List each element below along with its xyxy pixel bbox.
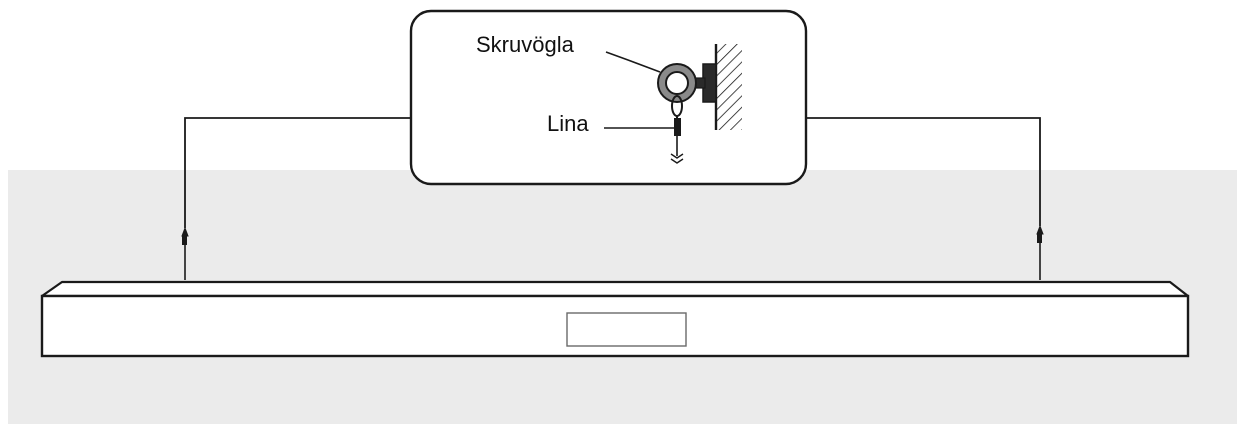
soundbar-display-panel [566,312,687,347]
eye-bolt-leader-line [605,51,661,73]
detail-callout: Skruvögla Lina [409,9,808,186]
cable-label: Lina [547,111,589,136]
soundbar-top-face [40,280,1190,298]
right-cable [806,117,1044,280]
soundbar [40,280,1190,358]
eye-bolt-icon [657,63,717,103]
eye-bolt-label: Skruvögla [476,32,575,57]
wall-hatch-icon [714,44,742,130]
cable-hook-icon [670,95,684,164]
callout-frame [409,9,808,186]
left-cable [181,117,410,280]
